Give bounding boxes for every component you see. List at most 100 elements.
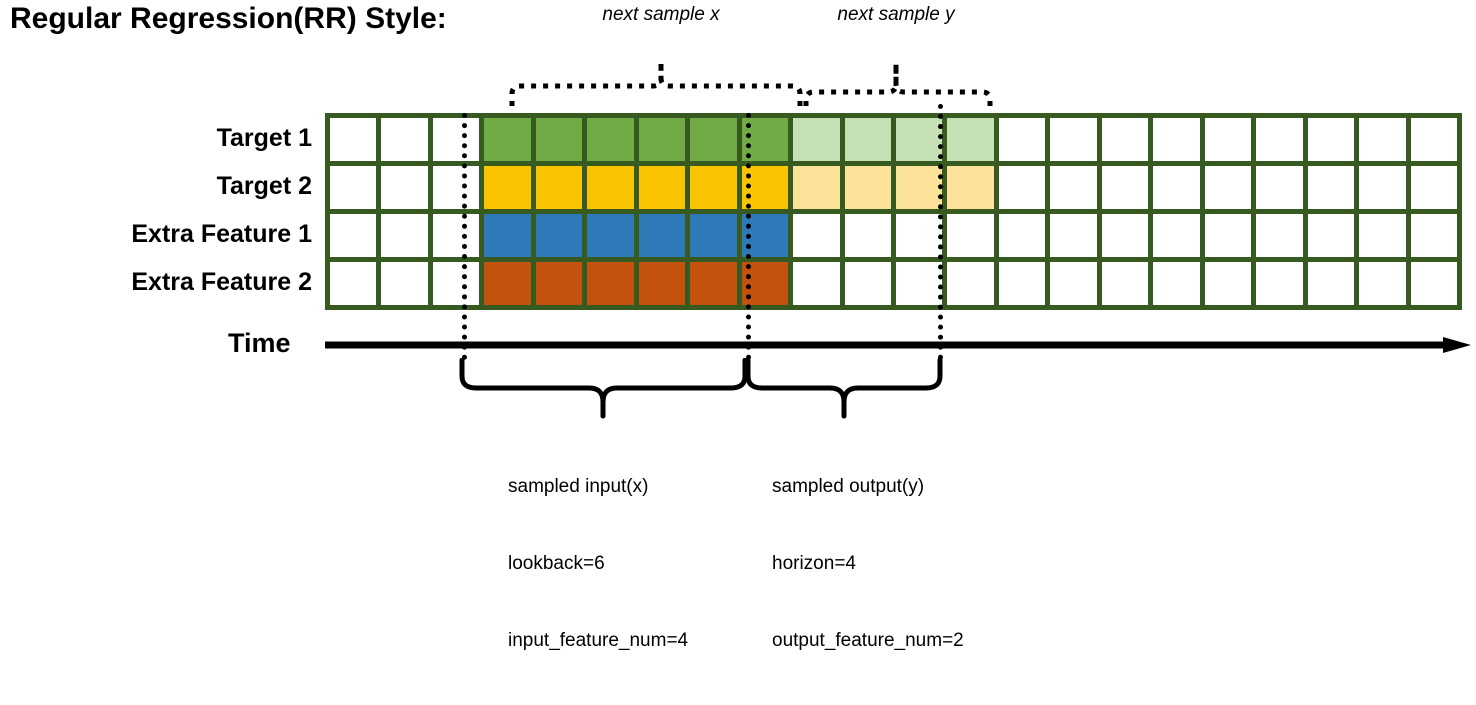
grid-cell-r4-c11 [844,262,891,305]
sampled-output-line-1: sampled output(y) [772,476,925,498]
grid-cell-r3-c22 [1410,214,1457,257]
grid-cell-r1-c4 [484,118,531,161]
grid-cell-r4-c17 [1153,262,1200,305]
grid-cell-r4-c18 [1204,262,1252,305]
page-title: Regular Regression(RR) Style: [10,2,447,35]
grid-cell-r2-c3 [432,166,480,209]
grid-cell-r1-c12 [895,118,943,161]
grid-cell-r3-c3 [432,214,480,257]
grid-cell-r2-c5 [535,166,583,209]
bottom-curly-braces [459,358,943,419]
row-label-target-2: Target 2 [216,172,312,200]
grid-cell-r1-c18 [1204,118,1252,161]
grid-cell-r4-c2 [381,262,428,305]
grid-cell-r4-c10 [793,262,840,305]
grid-cell-r1-c14 [998,118,1046,161]
grid-cell-r3-c15 [1050,214,1097,257]
guide-line-lookback-start [462,113,467,360]
grid-cell-r4-c12 [895,262,943,305]
timeseries-grid [325,113,1462,310]
grid-cell-r4-c8 [690,262,737,305]
grid-cell-r3-c1 [330,214,377,257]
time-axis-arrow [325,337,1471,353]
grid-cell-r1-c1 [330,118,377,161]
grid-cell-r3-c16 [1101,214,1149,257]
grid-cell-r2-c12 [895,166,943,209]
grid-cell-r1-c13 [947,118,994,161]
grid-cell-r2-c11 [844,166,891,209]
sampled-output-line-2: horizon=4 [772,553,856,575]
grid-cell-r1-c10 [793,118,840,161]
grid-cell-r1-c22 [1410,118,1457,161]
grid-cell-r4-c20 [1307,262,1355,305]
guide-line-lookback-end [746,113,751,360]
grid-cell-r1-c11 [844,118,891,161]
grid-cell-r4-c21 [1359,262,1406,305]
grid-cell-r4-c7 [638,262,686,305]
grid-cell-r4-c15 [1050,262,1097,305]
grid-cell-r4-c14 [998,262,1046,305]
grid-cell-r3-c17 [1153,214,1200,257]
grid-cell-r1-c15 [1050,118,1097,161]
grid-cell-r3-c10 [793,214,840,257]
guide-line-horizon-end [938,104,943,360]
grid-cell-r2-c21 [1359,166,1406,209]
grid-cell-r2-c16 [1101,166,1149,209]
grid-cell-r3-c20 [1307,214,1355,257]
grid-cell-r4-c1 [330,262,377,305]
grid-cell-r2-c2 [381,166,428,209]
grid-cell-r2-c17 [1153,166,1200,209]
grid-cell-r2-c6 [587,166,634,209]
sampled-output-caption: sampled output(y) horizon=4 output_featu… [772,423,964,705]
grid-cell-r4-c3 [432,262,480,305]
diagram-canvas: Regular Regression(RR) Style: next sampl… [10,2,1471,651]
sampled-input-line-2: lookback=6 [508,553,605,575]
sampled-output-line-3: output_feature_num=2 [772,630,964,652]
sampled-input-line-1: sampled input(x) [508,476,649,498]
grid-cell-r1-c8 [690,118,737,161]
sampled-input-caption: sampled input(x) lookback=6 input_featur… [508,423,688,705]
grid-cell-r2-c1 [330,166,377,209]
grid-cell-r4-c22 [1410,262,1457,305]
grid-cell-r4-c19 [1256,262,1303,305]
grid-cell-r1-c5 [535,118,583,161]
grid-cell-r3-c18 [1204,214,1252,257]
time-axis-label: Time [228,328,291,358]
grid-cell-r2-c18 [1204,166,1252,209]
grid-cell-r2-c19 [1256,166,1303,209]
grid-cell-r1-c6 [587,118,634,161]
row-label-target-1: Target 1 [216,124,312,152]
grid-cell-r3-c5 [535,214,583,257]
grid-cell-r1-c7 [638,118,686,161]
next-sample-x-label: next sample x [602,4,720,25]
grid-cell-r2-c4 [484,166,531,209]
grid-cell-r1-c2 [381,118,428,161]
grid-cell-r2-c13 [947,166,994,209]
grid-cell-r3-c4 [484,214,531,257]
grid-cell-r3-c7 [638,214,686,257]
grid-cell-r3-c13 [947,214,994,257]
row-label-extra-feature-1: Extra Feature 1 [131,220,312,248]
grid-cell-r3-c14 [998,214,1046,257]
grid-cell-r1-c3 [432,118,480,161]
sampled-input-line-3: input_feature_num=4 [508,630,689,652]
next-sample-y-label: next sample y [837,4,955,25]
grid-cell-r2-c10 [793,166,840,209]
grid-cell-r1-c20 [1307,118,1355,161]
grid-cell-r3-c8 [690,214,737,257]
grid-cell-r2-c14 [998,166,1046,209]
grid-cell-r3-c21 [1359,214,1406,257]
grid-cell-r4-c5 [535,262,583,305]
grid-cell-r2-c15 [1050,166,1097,209]
grid-cell-r1-c19 [1256,118,1303,161]
grid-cell-r2-c22 [1410,166,1457,209]
grid-cell-r4-c13 [947,262,994,305]
grid-cell-r4-c6 [587,262,634,305]
grid-cell-r2-c8 [690,166,737,209]
grid-cell-r4-c16 [1101,262,1149,305]
grid-cell-r1-c16 [1101,118,1149,161]
top-dotted-braces [509,64,993,118]
grid-cell-r1-c17 [1153,118,1200,161]
grid-cell-r3-c12 [895,214,943,257]
grid-cell-r3-c6 [587,214,634,257]
